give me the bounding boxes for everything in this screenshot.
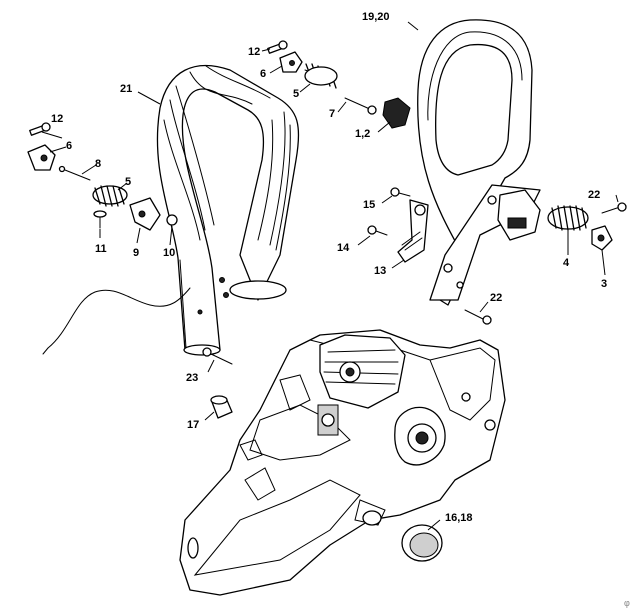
leader-lines: [41, 21, 619, 531]
screw-23: [202, 347, 233, 365]
pin-7: [344, 97, 373, 111]
screw-15: [390, 187, 411, 197]
label-14: 14: [337, 242, 350, 254]
spring-5-top: [304, 63, 338, 89]
label-9: 9: [133, 247, 139, 259]
right-handlebar: [417, 19, 541, 306]
washer-10: [166, 214, 178, 226]
label-17: 17: [187, 419, 199, 431]
ignition-cable: [47, 287, 191, 349]
label-8: 8: [95, 158, 101, 170]
plug-17: [210, 395, 233, 419]
corner-mark: φ: [624, 598, 630, 608]
screw-12-top: [267, 40, 288, 54]
spring-5-left: [92, 185, 128, 207]
engine-housing: [179, 329, 506, 596]
label-7: 7: [329, 108, 335, 120]
left-handlebar: [156, 64, 300, 356]
label-15: 15: [363, 199, 375, 211]
screw-22-top: [601, 202, 627, 214]
label-6-left: 6: [66, 140, 72, 152]
label-22-top: 22: [588, 189, 600, 201]
label-1-2: 1,2: [355, 128, 370, 140]
screw-14: [367, 225, 388, 236]
label-6-top: 6: [260, 68, 266, 80]
label-4: 4: [563, 257, 570, 269]
screw-22-bottom: [464, 309, 492, 325]
label-3: 3: [601, 278, 607, 290]
label-13: 13: [374, 265, 386, 277]
buffer-1-2: [382, 97, 411, 129]
pin-8: [64, 169, 91, 181]
screw-12-left: [29, 122, 51, 136]
spring-4: [547, 205, 589, 231]
label-11: 11: [95, 243, 107, 255]
label-22-bottom: 22: [490, 292, 502, 304]
label-19-20: 19,20: [362, 11, 390, 23]
label-5-top: 5: [293, 88, 299, 100]
label-21: 21: [120, 83, 132, 95]
label-23: 23: [186, 372, 198, 384]
label-12-left: 12: [51, 113, 63, 125]
screw-11: [93, 210, 107, 229]
cap-16-18: [401, 524, 443, 562]
label-10: 10: [163, 247, 175, 259]
label-12-top: 12: [248, 46, 260, 58]
label-16-18: 16,18: [445, 512, 473, 524]
label-5-left: 5: [125, 176, 131, 188]
part-labels: 19,20 21 12 6 5 7 1,2 12 6 8 5 11 9 10 1…: [51, 11, 630, 608]
